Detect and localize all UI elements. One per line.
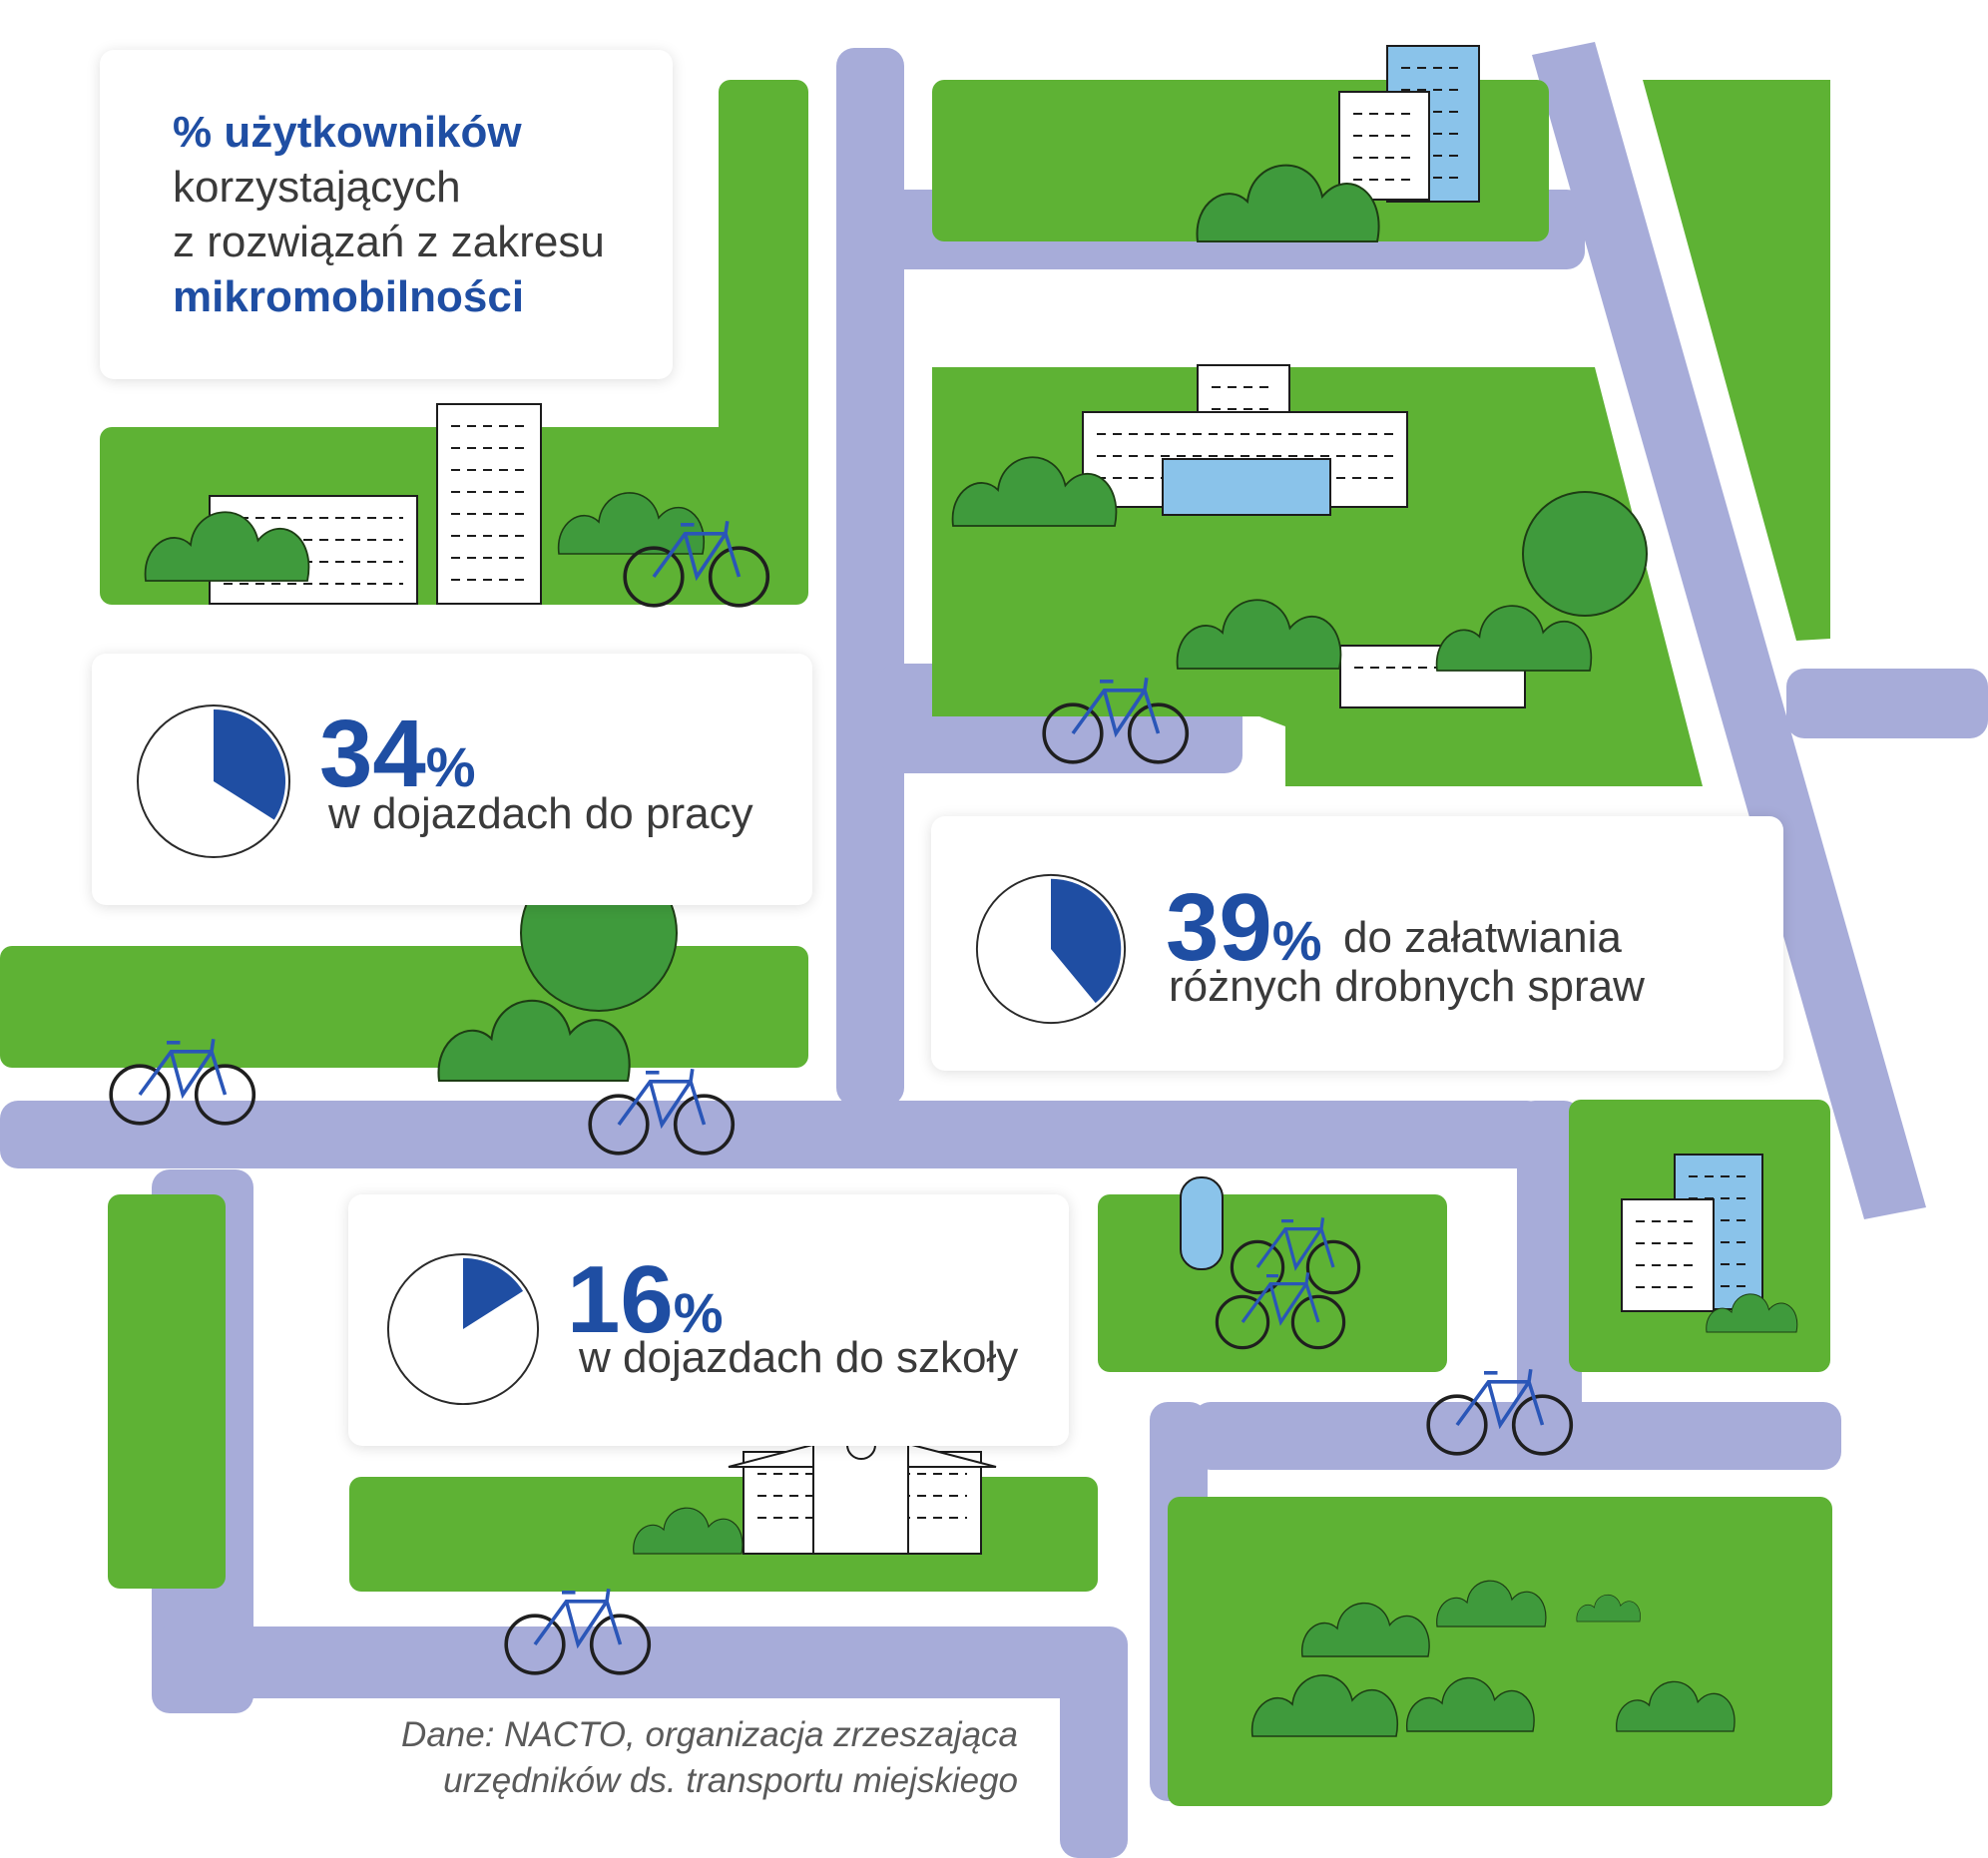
source-line-2: urzędników ds. transportu miejskiego	[443, 1761, 1018, 1800]
office-block-2	[1621, 1198, 1715, 1312]
pie-chart-school	[386, 1252, 540, 1406]
source-line-1: Dane: NACTO, organizacja zrzeszająca	[401, 1715, 1018, 1754]
stat-label-errands-1: do załatwiania	[1343, 913, 1622, 962]
road	[152, 1626, 1100, 1698]
pie-slice	[1051, 878, 1122, 1004]
stat-card-work: 34% w dojazdach do pracy	[92, 654, 812, 905]
office-block	[1338, 91, 1430, 201]
cyclist-bicycle	[109, 1038, 256, 1126]
stat-value-errands: 39%	[1166, 874, 1322, 981]
cyclist-bicycle	[1426, 1368, 1574, 1456]
stat-card-school: 16% w dojazdach do szkoły	[348, 1194, 1069, 1446]
stat-label-school: w dojazdach do szkoły	[579, 1333, 1019, 1382]
bush	[1616, 1680, 1736, 1732]
title-line-4: mikromobilności	[173, 272, 525, 321]
apartment-tower	[436, 403, 542, 605]
rental-bicycle	[1215, 1272, 1346, 1350]
bush	[1176, 599, 1342, 670]
grass-block	[1168, 1497, 1832, 1806]
road-diagonal	[1532, 42, 1926, 1219]
road	[1786, 669, 1988, 738]
bush	[1250, 1674, 1399, 1737]
bush	[1706, 1293, 1798, 1333]
road	[1060, 1626, 1128, 1858]
title-card: % użytkowników korzystających z rozwiąza…	[100, 50, 673, 379]
source-note: Dane: NACTO, organizacja zrzeszająca urz…	[359, 1712, 1018, 1804]
road	[0, 1101, 1545, 1168]
title-line-2: korzystających	[173, 163, 461, 212]
bush	[437, 999, 631, 1083]
road	[1517, 1101, 1582, 1455]
bush	[1196, 164, 1380, 242]
pie-slice	[214, 709, 286, 820]
bush	[1435, 605, 1593, 672]
title-line-3: z rozwiązań z zakresu	[173, 218, 605, 266]
road	[836, 48, 904, 1106]
pie-chart-work	[137, 704, 290, 858]
tree	[1522, 491, 1648, 617]
pie-chart-errands	[975, 873, 1127, 1025]
grass-block	[1643, 80, 1830, 641]
title-line-1: % użytkowników	[173, 108, 522, 157]
stat-label-work: w dojazdach do pracy	[328, 789, 753, 838]
bush	[557, 492, 706, 555]
cyclist-bicycle	[504, 1588, 652, 1675]
stat-label-errands-2: różnych drobnych spraw	[1169, 962, 1645, 1011]
bike-station-kiosk	[1180, 1176, 1224, 1270]
pie-slice	[463, 1257, 524, 1329]
bush	[144, 511, 310, 582]
rental-bicycle	[1230, 1217, 1361, 1295]
bush	[633, 1507, 744, 1555]
grass-block	[108, 1194, 226, 1589]
stat-value-school: 16%	[567, 1246, 724, 1353]
stat-value-work: 34%	[319, 700, 476, 807]
bush	[1406, 1676, 1535, 1732]
grass-block	[0, 946, 808, 1068]
bush	[951, 456, 1118, 527]
bush	[1576, 1594, 1641, 1623]
bush	[1436, 1580, 1547, 1627]
stat-card-errands: 39% do załatwiania różnych drobnych spra…	[931, 816, 1783, 1071]
bush	[1301, 1602, 1430, 1657]
cyclist-bicycle	[588, 1068, 736, 1156]
cyclist-bicycle	[1042, 677, 1190, 764]
parked-bicycle	[623, 520, 770, 608]
clinic-entrance	[1162, 458, 1331, 516]
